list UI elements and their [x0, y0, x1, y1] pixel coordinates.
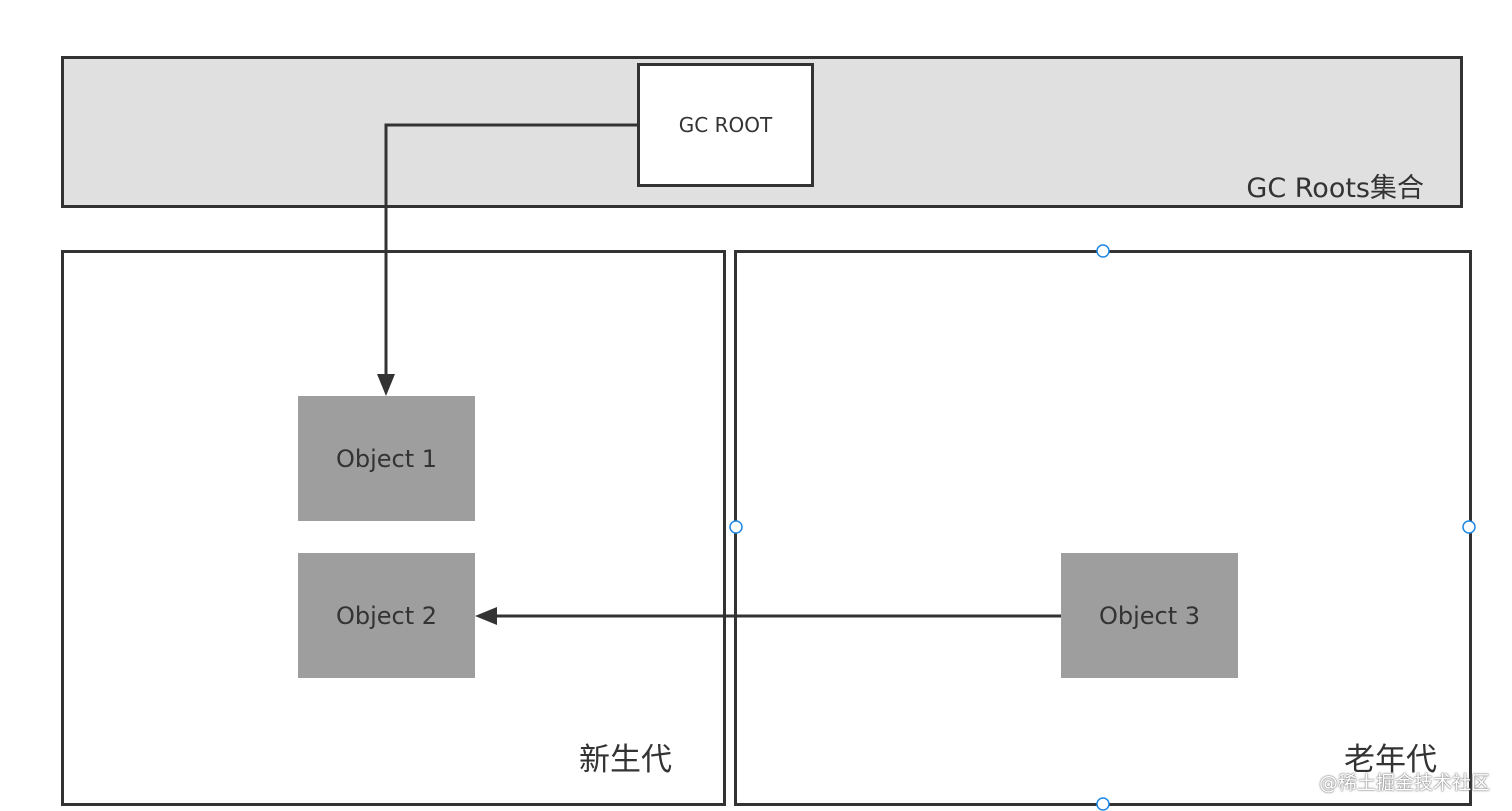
object-3-label: Object 3 [1098, 601, 1201, 630]
object-1-node[interactable]: Object 1 [298, 396, 475, 521]
old-generation-label: 老年代 [1344, 742, 1437, 778]
gc-roots-set-label: GC Roots集合 [1246, 173, 1424, 204]
object-2-label: Object 2 [335, 601, 438, 630]
gc-root-label: GC ROOT [678, 113, 773, 137]
young-generation-label: 新生代 [579, 742, 672, 778]
watermark: @稀土掘金技术社区 [1318, 772, 1490, 794]
object-3-node[interactable]: Object 3 [1061, 553, 1238, 678]
gc-root-node[interactable]: GC ROOT [637, 63, 814, 187]
object-2-node[interactable]: Object 2 [298, 553, 475, 678]
object-1-label: Object 1 [335, 444, 438, 473]
young-generation-region[interactable] [61, 250, 726, 806]
old-generation-region[interactable] [734, 250, 1472, 806]
